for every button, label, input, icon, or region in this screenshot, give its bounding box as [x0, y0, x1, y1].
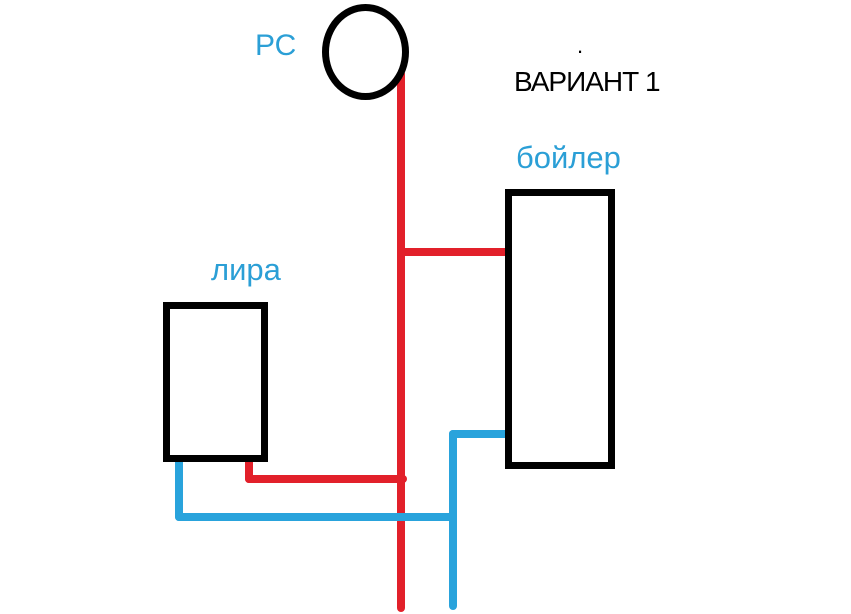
pipe-cold-bottom-run — [175, 513, 457, 521]
stray-dot: . — [577, 33, 584, 58]
lira-box — [163, 302, 268, 462]
pipe-hot-branch-to-boiler — [397, 248, 511, 256]
boiler-box — [505, 189, 615, 469]
pipe-cold-riser — [449, 430, 457, 610]
lira-label: лира — [211, 252, 281, 287]
pipe-hot-outlet-from-lira — [245, 455, 253, 483]
expansion-tank-circle — [322, 4, 409, 100]
boiler-label: бойлер — [516, 140, 621, 175]
pipe-hot-riser — [397, 70, 405, 612]
pipe-cold-outlet-from-lira — [175, 455, 183, 521]
page-title: ВАРИАНТ 1 — [514, 66, 661, 97]
pipe-hot-branch-to-riser — [245, 475, 407, 483]
pipe-cold-branch-to-boiler — [449, 430, 511, 438]
expansion-tank-label: РС — [255, 29, 297, 62]
